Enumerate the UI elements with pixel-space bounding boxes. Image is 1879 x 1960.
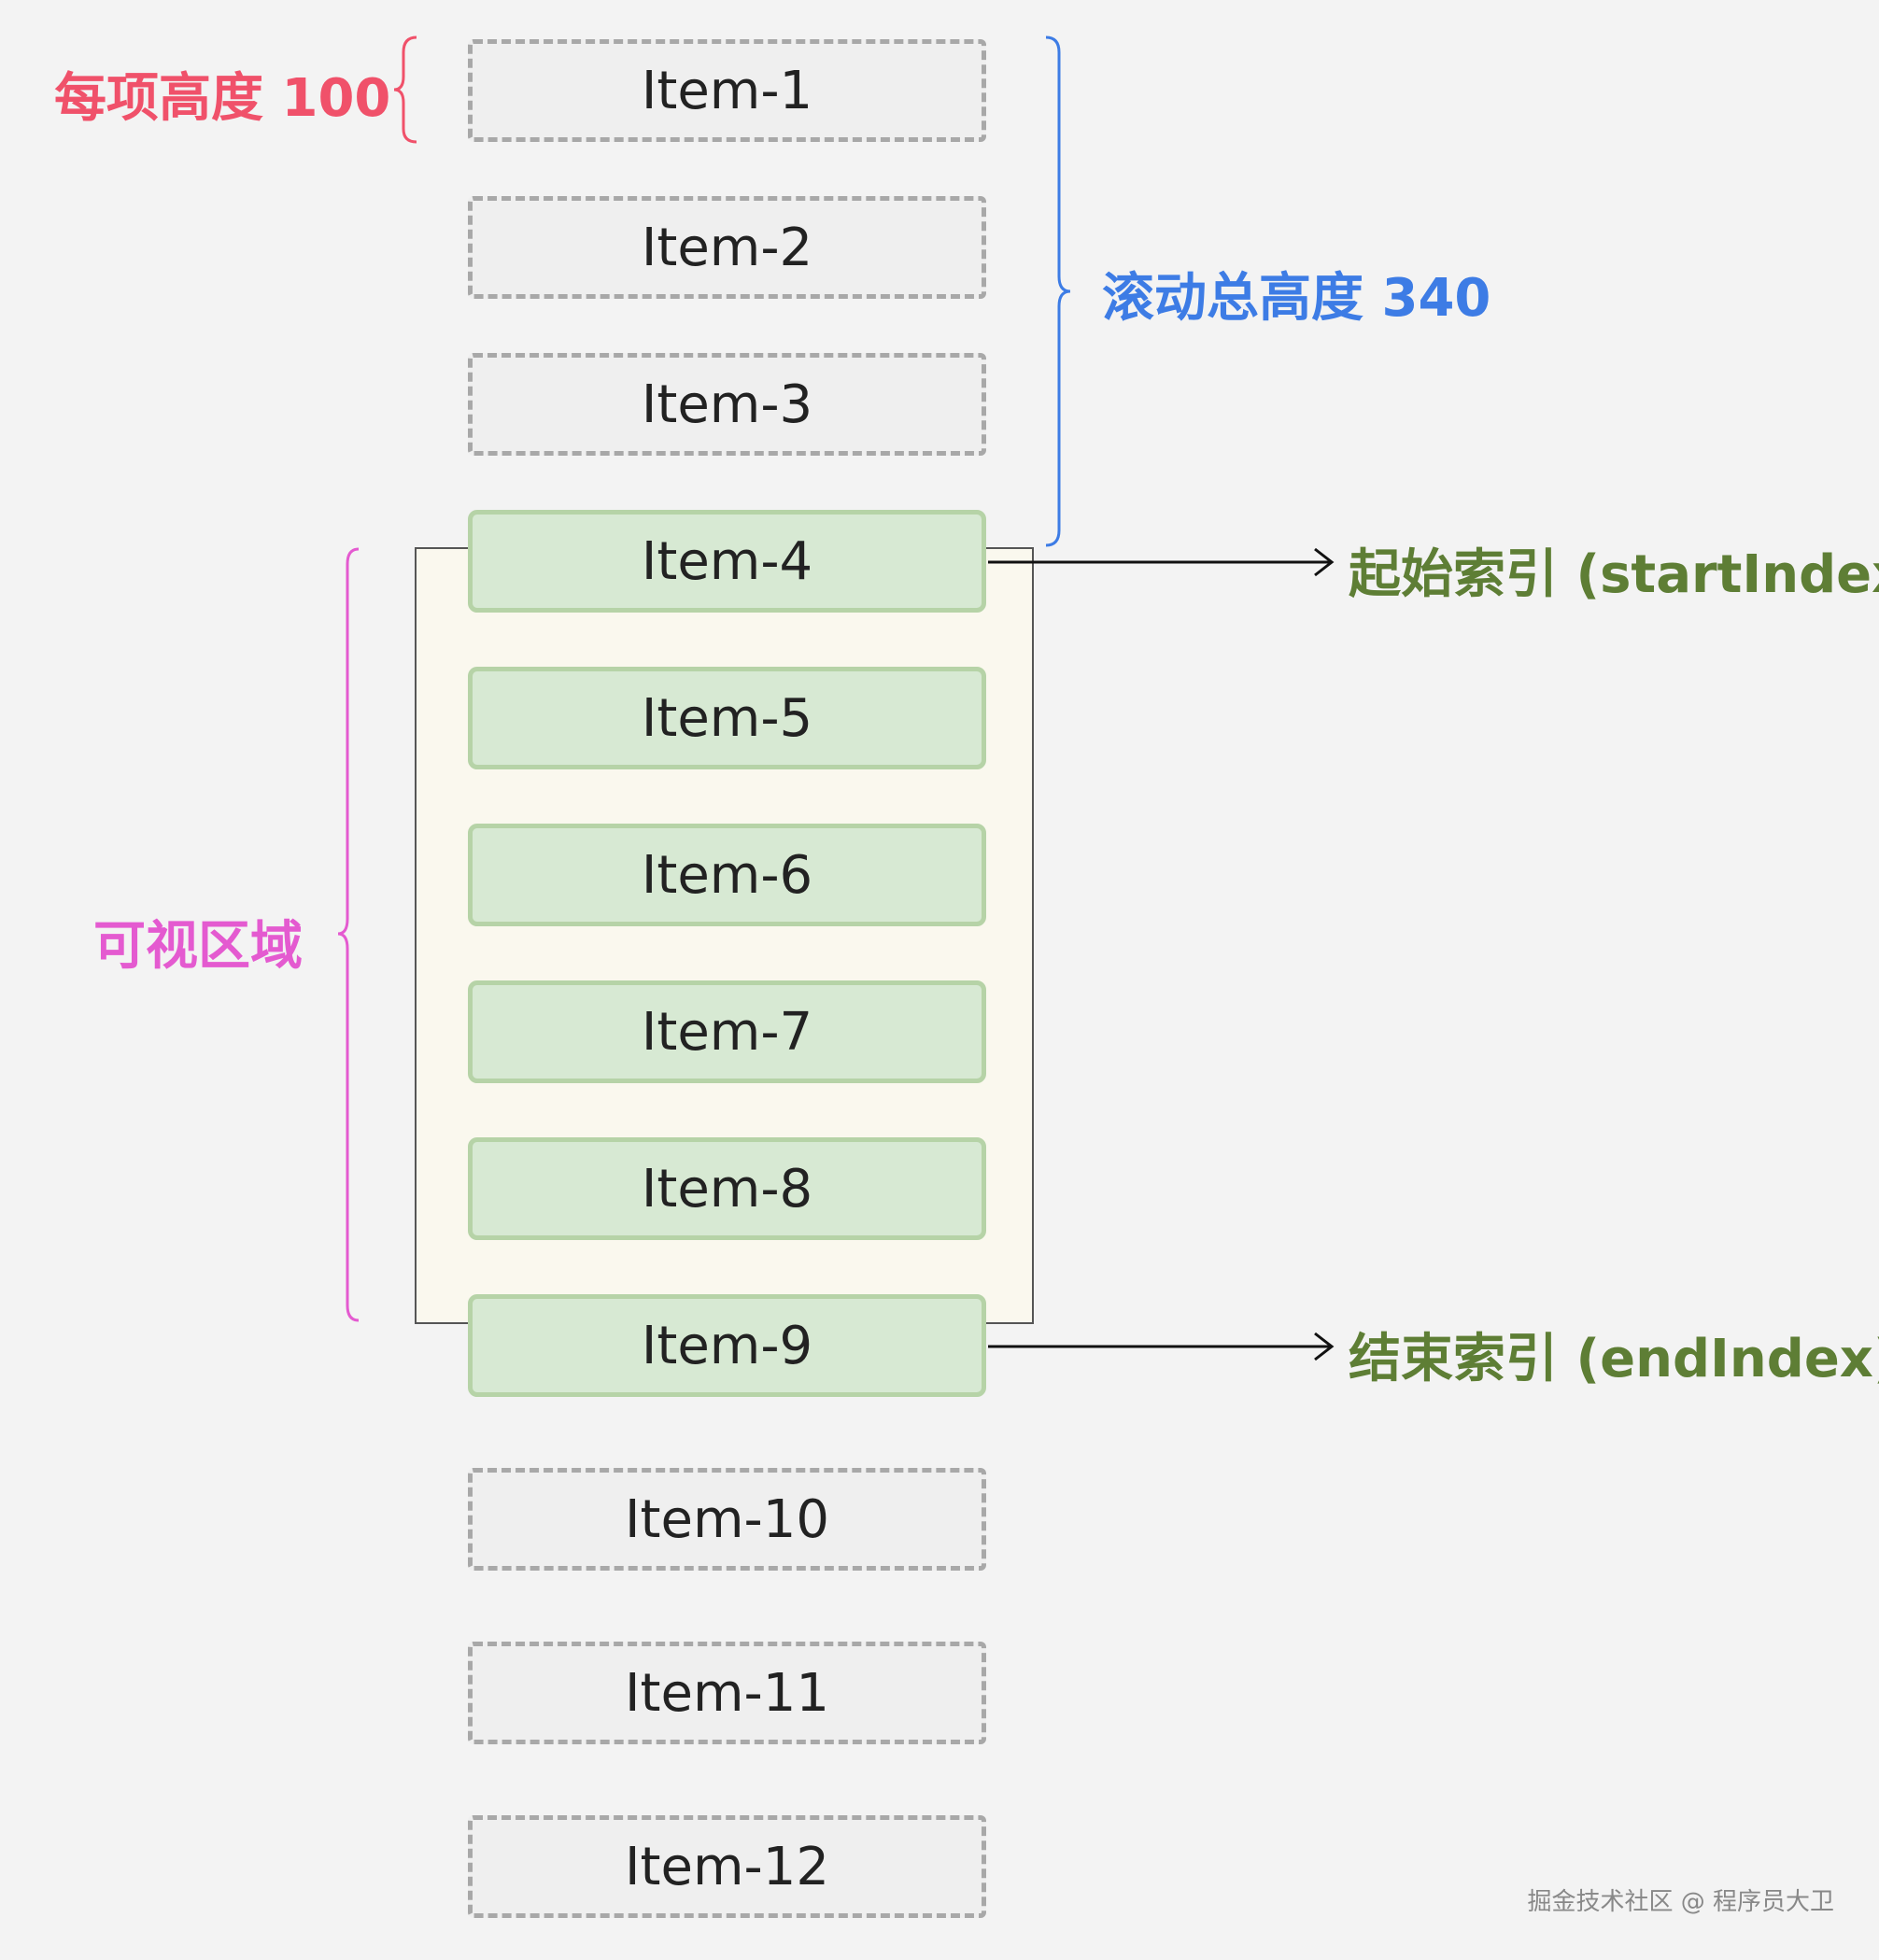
list-item: Item-3 bbox=[468, 353, 986, 456]
list-item: Item-11 bbox=[468, 1642, 986, 1744]
end-index-arrow bbox=[988, 1332, 1335, 1361]
scroll-height-brace bbox=[1045, 35, 1071, 547]
list-item-label: Item-11 bbox=[625, 1662, 829, 1724]
list-item: Item-5 bbox=[468, 667, 986, 769]
list-item: Item-2 bbox=[468, 196, 986, 299]
list-item: Item-12 bbox=[468, 1815, 986, 1918]
list-item: Item-1 bbox=[468, 39, 986, 142]
list-item-label: Item-6 bbox=[641, 844, 813, 906]
list-item: Item-4 bbox=[468, 510, 986, 613]
item-height-brace bbox=[393, 35, 417, 144]
end-index-label: 结束索引 (endIndex) bbox=[1349, 1329, 1879, 1389]
list-item-label: Item-2 bbox=[641, 217, 813, 278]
list-item-label: Item-12 bbox=[625, 1836, 829, 1897]
list-item-label: Item-5 bbox=[641, 687, 813, 749]
list-item-label: Item-1 bbox=[641, 60, 813, 121]
list-item: Item-8 bbox=[468, 1137, 986, 1240]
watermark: 掘金技术社区 @ 程序员大卫 bbox=[1527, 1888, 1834, 1916]
list-item-label: Item-7 bbox=[641, 1001, 813, 1063]
list-item-label: Item-10 bbox=[625, 1488, 829, 1550]
scroll-height-label: 滚动总高度 340 bbox=[1102, 268, 1491, 329]
item-height-label: 每项高度 100 bbox=[54, 68, 391, 129]
visible-area-brace bbox=[337, 547, 360, 1322]
list-item-label: Item-3 bbox=[641, 374, 813, 435]
start-index-label: 起始索引 (startIndex) bbox=[1349, 544, 1879, 605]
start-index-arrow bbox=[988, 547, 1335, 577]
visible-area-label: 可视区域 bbox=[93, 916, 303, 977]
list-item: Item-10 bbox=[468, 1468, 986, 1571]
list-item: Item-9 bbox=[468, 1294, 986, 1397]
list-item-label: Item-9 bbox=[641, 1315, 813, 1376]
list-item-label: Item-4 bbox=[641, 530, 813, 592]
list-item: Item-6 bbox=[468, 824, 986, 926]
list-item: Item-7 bbox=[468, 980, 986, 1083]
list-item-label: Item-8 bbox=[641, 1158, 813, 1220]
